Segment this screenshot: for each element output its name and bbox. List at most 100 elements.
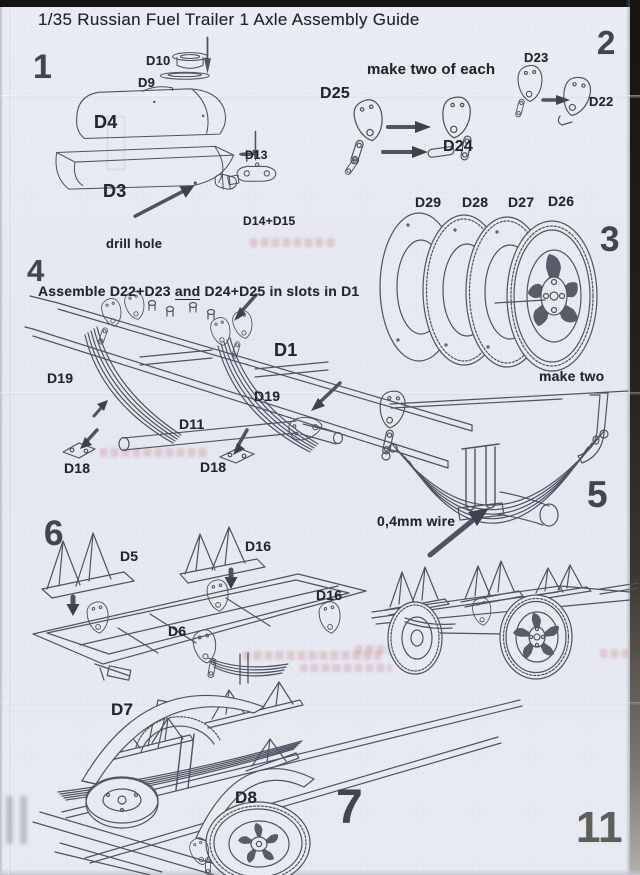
label-d16-right: D16 bbox=[316, 587, 343, 603]
rear-wheel bbox=[187, 801, 311, 875]
instruction-pre: Assemble D22+D23 bbox=[38, 283, 175, 299]
step6-illustration bbox=[32, 526, 639, 685]
label-d16-top: D16 bbox=[245, 538, 272, 554]
label-drill-hole: drill hole bbox=[106, 236, 163, 251]
step5-illustration bbox=[376, 388, 629, 558]
frame-chord-lines bbox=[389, 390, 629, 409]
paper-crease-vertical bbox=[8, 7, 10, 875]
assembly-arrow-right bbox=[381, 121, 431, 158]
step-number-6: 6 bbox=[44, 514, 64, 553]
part-d4-tank-top bbox=[76, 86, 227, 140]
label-d24: D24 bbox=[443, 138, 473, 155]
scan-edge-top bbox=[0, 0, 640, 7]
frame-rails bbox=[61, 699, 523, 864]
fender-d7 bbox=[81, 694, 265, 785]
bleed-through bbox=[355, 645, 413, 654]
part-d26-wheel bbox=[494, 220, 598, 372]
instruction-post: D24+D25 in slots in D1 bbox=[200, 283, 360, 299]
scan-edge-right bbox=[630, 0, 640, 875]
bleed-through bbox=[100, 448, 208, 457]
label-d3: D3 bbox=[103, 181, 127, 201]
label-d25: D25 bbox=[320, 85, 350, 102]
leaf-spring bbox=[57, 733, 303, 801]
step-number-3: 3 bbox=[600, 220, 620, 259]
label-d8: D8 bbox=[235, 788, 258, 807]
step1-illustration bbox=[55, 36, 277, 218]
label-d28: D28 bbox=[462, 194, 489, 210]
paper-edge-bottom bbox=[0, 869, 640, 875]
label-d19-left: D19 bbox=[47, 370, 74, 386]
bleed-through bbox=[250, 238, 336, 247]
paper-crease-horizontal bbox=[0, 95, 640, 98]
part-d9-disc bbox=[159, 71, 210, 80]
label-d11: D11 bbox=[179, 416, 205, 432]
bleed-through bbox=[300, 664, 392, 672]
wire-note-arrow bbox=[427, 508, 489, 558]
step-number-5: 5 bbox=[587, 474, 608, 515]
label-d29: D29 bbox=[415, 194, 442, 210]
bleed-through-box bbox=[107, 116, 125, 170]
assembly-arrow-right bbox=[541, 95, 570, 105]
page-number: 11 bbox=[576, 803, 623, 852]
part-d16-saddles bbox=[179, 526, 266, 589]
part-d13-arrow bbox=[239, 130, 259, 162]
step-number-4: 4 bbox=[27, 253, 45, 288]
label-d7: D7 bbox=[111, 700, 134, 719]
bleed-through bbox=[600, 649, 628, 658]
step7-illustration bbox=[32, 681, 523, 875]
label-d22: D22 bbox=[589, 94, 614, 109]
step-number-2: 2 bbox=[597, 24, 616, 61]
part-d5-saddles bbox=[41, 532, 135, 616]
label-d5: D5 bbox=[120, 548, 139, 564]
bleed-through-page-number bbox=[2, 796, 32, 844]
part-d23-bracket bbox=[514, 64, 543, 118]
part-d25-bracket bbox=[343, 97, 387, 176]
page-title: 1/35 Russian Fuel Trailer 1 Axle Assembl… bbox=[38, 10, 420, 29]
assembly-arrows bbox=[80, 293, 342, 455]
note-make-two: make two bbox=[539, 368, 605, 384]
assembly-arrow-down bbox=[204, 36, 211, 74]
part-d3-tank-bottom bbox=[55, 145, 235, 190]
label-d1: D1 bbox=[274, 340, 298, 360]
leaf-spring-d19-left bbox=[84, 289, 182, 444]
plate-d18-left bbox=[62, 442, 96, 459]
paper-edge-left bbox=[0, 7, 3, 875]
bleed-through bbox=[243, 651, 381, 660]
label-d26: D26 bbox=[548, 193, 575, 209]
label-d14-d15: D14+D15 bbox=[243, 214, 296, 228]
drill-hole-arrow bbox=[133, 185, 195, 218]
assembled-trailer bbox=[371, 560, 639, 680]
label-d6: D6 bbox=[168, 623, 187, 639]
step3-illustration bbox=[379, 212, 598, 372]
note-make-two-of-each: make two of each bbox=[367, 61, 496, 78]
axle-stub bbox=[496, 491, 559, 527]
label-d23: D23 bbox=[524, 50, 549, 65]
note-wire: 0,4mm wire bbox=[377, 513, 456, 529]
paper-edge-seam bbox=[626, 0, 630, 875]
plate-d18-right bbox=[219, 447, 255, 464]
axle-d11 bbox=[118, 420, 344, 452]
step4-instruction: Assemble D22+D23 and D24+D25 in slots in… bbox=[38, 283, 360, 300]
leaf-spring-d19-right bbox=[208, 308, 319, 453]
label-d10: D10 bbox=[146, 53, 171, 68]
label-d18-right: D18 bbox=[200, 459, 227, 475]
part-d14-d15-valve bbox=[214, 162, 277, 190]
paper-crease-horizontal bbox=[0, 702, 640, 705]
spring-shackle bbox=[376, 388, 408, 461]
part-d22-bracket bbox=[557, 73, 595, 126]
label-d4: D4 bbox=[94, 112, 118, 132]
label-d9: D9 bbox=[138, 75, 156, 90]
label-d19-right: D19 bbox=[254, 388, 281, 404]
instruction-and: and bbox=[174, 283, 201, 300]
label-d27: D27 bbox=[508, 194, 535, 210]
platform-edge bbox=[32, 811, 233, 875]
paper-crease-horizontal bbox=[0, 392, 640, 395]
label-d18-left: D18 bbox=[64, 460, 91, 476]
spare-wheel-drum bbox=[85, 776, 159, 829]
step-number-1: 1 bbox=[33, 48, 52, 86]
step4-illustration bbox=[24, 289, 473, 469]
part-d10-filler-cap bbox=[172, 52, 209, 69]
chassis-frame-underside bbox=[32, 573, 367, 685]
chassis-frame-d1 bbox=[24, 295, 473, 469]
